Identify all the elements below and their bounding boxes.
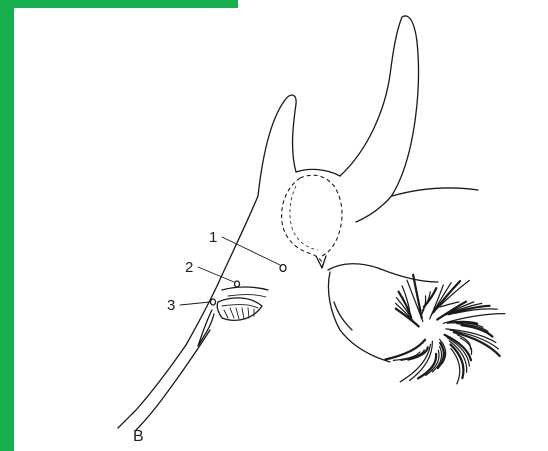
site-2-marker xyxy=(235,281,240,287)
horn-base-outline xyxy=(282,175,342,268)
site-3-marker xyxy=(211,299,216,305)
hair-stroke xyxy=(410,341,433,380)
leader-line-2 xyxy=(198,267,234,282)
leader-lines xyxy=(180,237,280,305)
leader-line-1 xyxy=(222,237,280,265)
callout-1: 1 xyxy=(209,229,217,246)
leader-line-3 xyxy=(180,302,210,305)
hair-stroke xyxy=(413,275,422,318)
callout-2: 2 xyxy=(185,259,193,276)
head-outline xyxy=(118,16,478,430)
callout-3: 3 xyxy=(167,297,175,314)
hair-tuft xyxy=(385,275,504,384)
panel-label: B xyxy=(133,428,144,445)
hair-stroke xyxy=(399,292,412,318)
site-1-marker xyxy=(280,265,286,272)
